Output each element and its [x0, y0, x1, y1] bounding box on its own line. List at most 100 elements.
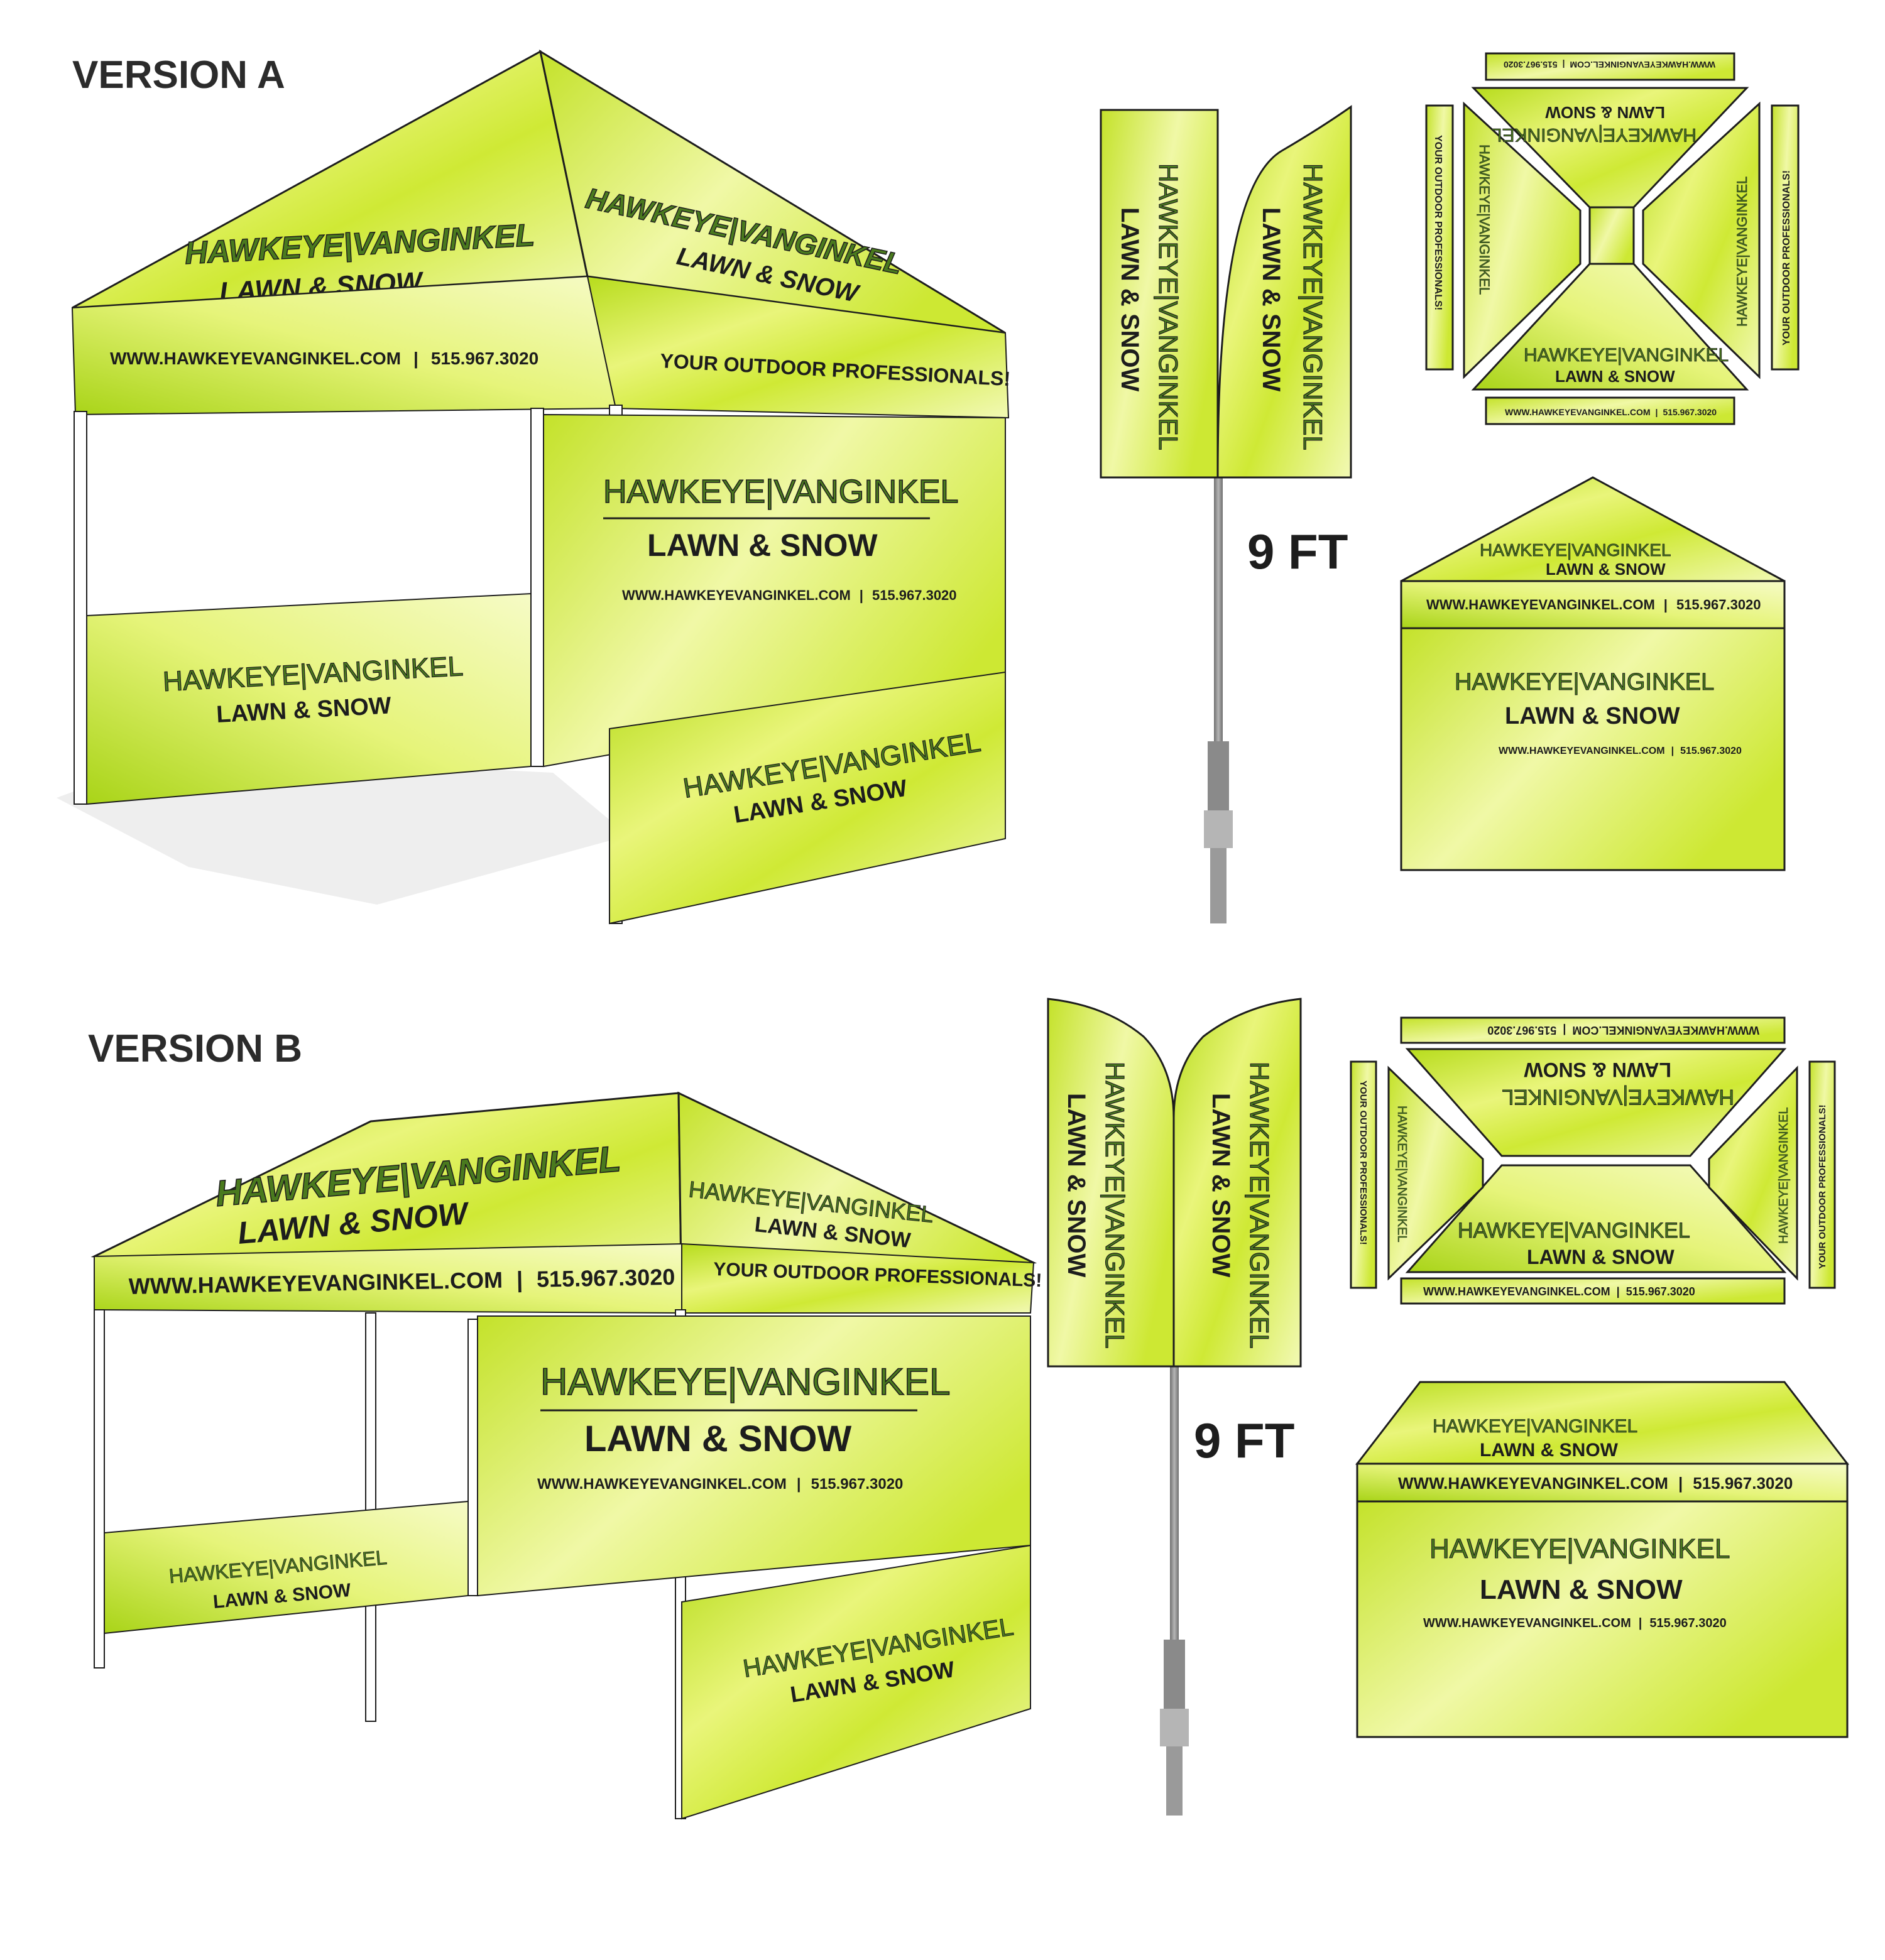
layout-b-roof-right	[1708, 1065, 1798, 1281]
front-view-b-wall-contact: WWW.HAWKEYEVANGINKEL.COM|515.967.3020	[1423, 1616, 1727, 1630]
flag-b-base-2	[1160, 1709, 1189, 1746]
front-view-a-wall-subtitle: LAWN & SNOW	[1505, 703, 1680, 729]
layout-a-left-tagline: YOUR OUTDOOR PROFESSIONALS!	[1433, 135, 1443, 310]
tent-a-leg-back-mid	[530, 408, 544, 767]
tent-a-valance-front-contact: WWW.HAWKEYEVANGINKEL.COM|515.967.3020	[110, 349, 538, 368]
front-view-b-valance	[1356, 1462, 1849, 1503]
front-view-b-roof-subtitle: LAWN & SNOW	[1480, 1440, 1619, 1461]
flag-b-right-subtitle: LAWN & SNOW	[1207, 1093, 1235, 1278]
layout-b-right-valance	[1808, 1060, 1836, 1289]
front-view-a-wall	[1400, 627, 1786, 871]
tent-a-half-wall-right	[609, 671, 1006, 925]
flag-b-right-logo: HAWKEYE|VANGINKEL	[1245, 1062, 1274, 1349]
flag-b-right	[1172, 998, 1302, 1368]
layout-a-bottom-subtitle: LAWN & SNOW	[1555, 367, 1675, 386]
tent-a-valance-side	[586, 275, 1010, 419]
version-b-label: VERSION B	[88, 1027, 302, 1070]
flag-b-left-subtitle: LAWN & SNOW	[1063, 1093, 1090, 1278]
layout-b-roof-top	[1405, 1048, 1787, 1157]
front-view-a-roof-subtitle: LAWN & SNOW	[1546, 560, 1666, 579]
front-view-a-valance-contact: WWW.HAWKEYEVANGINKEL.COM|515.967.3020	[1426, 597, 1761, 612]
layout-a-top-contact: WWW.HAWKEYEVANGINKEL.COM|515.967.3020	[1504, 60, 1715, 70]
tent-b-backwall-subtitle: LAWN & SNOW	[584, 1418, 852, 1459]
front-view-b	[1355, 1381, 1850, 1738]
canopy-layout-a	[1425, 52, 1800, 425]
flag-b-pole	[1170, 1363, 1179, 1640]
flag-a-right-logo: HAWKEYE|VANGINKEL	[1298, 163, 1328, 450]
flag-a-left-logo: HAWKEYE|VANGINKEL	[1154, 163, 1183, 450]
layout-a-right-valance	[1771, 104, 1800, 371]
tent-b-backwall-logo: HAWKEYE|VANGINKEL	[540, 1361, 950, 1403]
tent-a-backwall-contact: WWW.HAWKEYEVANGINKEL.COM|515.967.3020	[622, 587, 957, 603]
layout-b-right-tagline: YOUR OUTDOOR PROFESSIONALS!	[1817, 1104, 1828, 1269]
tent-a: HAWKEYE|VANGINKEL LAWN & SNOW HAWKEYE|VA…	[57, 49, 1011, 925]
front-view-a	[1400, 476, 1786, 871]
layout-b-top-subtitle: LAWN & SNOW	[1524, 1059, 1671, 1081]
flag-b-height-label: 9 FT	[1194, 1413, 1294, 1468]
layout-b-left-valance	[1350, 1060, 1377, 1289]
layout-b-top-logo: HAWKEYE|VANGINKEL	[1502, 1085, 1734, 1109]
layout-b-roof-left	[1387, 1065, 1484, 1281]
layout-a-top-logo: HAWKEYE|VANGINKEL	[1492, 124, 1696, 145]
canopy-layout-b	[1350, 1016, 1836, 1305]
layout-a-bottom-logo: HAWKEYE|VANGINKEL	[1524, 345, 1729, 366]
tent-a-backwall-logo: HAWKEYE|VANGINKEL	[603, 474, 958, 510]
flag-b-base-1	[1164, 1640, 1185, 1709]
flag-b-base-3	[1166, 1746, 1183, 1816]
front-view-a-roof-logo: HAWKEYE|VANGINKEL	[1480, 540, 1671, 560]
flag-a-left-subtitle: LAWN & SNOW	[1116, 207, 1144, 392]
tent-b-half-wall-left	[104, 1500, 469, 1635]
flag-a: HAWKEYE|VANGINKEL LAWN & SNOW HAWKEYE|VA…	[1100, 105, 1352, 923]
layout-a-bottom-valance	[1485, 396, 1735, 425]
flag-a-base-3	[1210, 848, 1227, 923]
version-a-label: VERSION A	[72, 53, 285, 97]
layout-b-left-tagline: YOUR OUTDOOR PROFESSIONALS!	[1358, 1081, 1369, 1245]
tent-b-leg-front-left	[94, 1309, 105, 1669]
tent-b-leg-back	[467, 1319, 479, 1596]
front-view-a-wall-logo: HAWKEYE|VANGINKEL	[1455, 669, 1714, 695]
flag-a-pole	[1214, 477, 1223, 741]
front-view-b-wall	[1356, 1500, 1849, 1738]
layout-a-roof-left	[1463, 101, 1582, 379]
layout-a-roof-right	[1642, 101, 1761, 379]
layout-b-left-logo: HAWKEYE|VANGINKEL	[1395, 1106, 1409, 1242]
layout-b-bottom-valance	[1400, 1277, 1786, 1305]
flag-a-base-1	[1208, 741, 1229, 810]
layout-b-bottom-subtitle: LAWN & SNOW	[1527, 1246, 1675, 1268]
flag-a-height-label: 9 FT	[1247, 524, 1348, 579]
layout-a-center	[1588, 206, 1635, 265]
layout-a-left-valance	[1425, 104, 1454, 371]
layout-b-bottom-logo: HAWKEYE|VANGINKEL	[1458, 1219, 1690, 1243]
front-view-a-wall-contact: WWW.HAWKEYEVANGINKEL.COM|515.967.3020	[1499, 746, 1742, 756]
flag-a-base-2	[1204, 810, 1233, 848]
front-view-b-wall-subtitle: LAWN & SNOW	[1480, 1574, 1683, 1605]
flag-b-left-logo: HAWKEYE|VANGINKEL	[1100, 1062, 1130, 1349]
flag-a-right-subtitle: LAWN & SNOW	[1257, 207, 1285, 392]
tent-b-half-wall-right	[681, 1544, 1031, 1820]
layout-a-right-logo: HAWKEYE|VANGINKEL	[1734, 177, 1750, 327]
front-view-b-wall-logo: HAWKEYE|VANGINKEL	[1429, 1533, 1730, 1564]
layout-b-top-contact: WWW.HAWKEYEVANGINKEL.COM|515.967.3020	[1487, 1024, 1759, 1037]
layout-a-top-valance	[1485, 52, 1735, 81]
tent-a-leg-front-left	[74, 411, 87, 805]
layout-a-bottom-contact: WWW.HAWKEYEVANGINKEL.COM|515.967.3020	[1505, 407, 1717, 417]
tent-b-backwall-contact: WWW.HAWKEYEVANGINKEL.COM|515.967.3020	[537, 1476, 903, 1493]
layout-b-bottom-contact: WWW.HAWKEYEVANGINKEL.COM|515.967.3020	[1423, 1285, 1695, 1298]
tent-b-roof-side-logo: HAWKEYE|VANGINKEL	[687, 1176, 935, 1228]
front-view-b-roof-logo: HAWKEYE|VANGINKEL	[1433, 1416, 1637, 1437]
layout-a-right-tagline: YOUR OUTDOOR PROFESSIONALS!	[1781, 170, 1792, 346]
tent-b-valance-front-contact: WWW.HAWKEYEVANGINKEL.COM|515.967.3020	[128, 1264, 675, 1300]
layout-a-left-logo: HAWKEYE|VANGINKEL	[1477, 144, 1492, 295]
tent-b: HAWKEYE|VANGINKEL LAWN & SNOW HAWKEYE|VA…	[90, 1091, 1042, 1820]
layout-b-roof-bottom	[1405, 1164, 1787, 1273]
tent-b-valance-side	[681, 1243, 1035, 1314]
tent-a-backwall-subtitle: LAWN & SNOW	[647, 528, 878, 563]
layout-a-top-subtitle: LAWN & SNOW	[1545, 103, 1665, 122]
layout-b-top-valance	[1400, 1016, 1786, 1044]
flag-b: HAWKEYE|VANGINKEL LAWN & SNOW HAWKEYE|VA…	[1047, 998, 1302, 1816]
flag-a-right	[1216, 105, 1352, 479]
layout-b-right-logo: HAWKEYE|VANGINKEL	[1777, 1108, 1791, 1244]
tent-a-half-wall-left	[86, 592, 532, 805]
front-view-b-valance-contact: WWW.HAWKEYEVANGINKEL.COM|515.967.3020	[1398, 1474, 1793, 1493]
